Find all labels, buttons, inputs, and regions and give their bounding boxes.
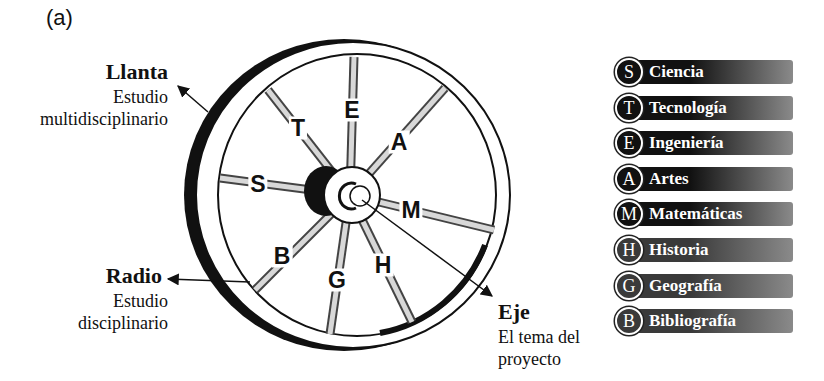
legend-row: Historia H (615, 236, 805, 264)
legend-text: Bibliografía (649, 309, 736, 333)
legend-text: Ciencia (649, 60, 704, 84)
part-name: Radio (48, 264, 162, 288)
legend-letter: M (621, 204, 637, 224)
spoke-letter: M (399, 199, 422, 222)
part-name: Llanta (48, 60, 168, 84)
legend-row: Artes A (615, 165, 805, 193)
spoke-letter: T (289, 117, 307, 140)
spoke-letter: H (373, 254, 394, 277)
part-description: El tema del proyecto (498, 326, 608, 370)
spoke-letter: A (389, 131, 410, 154)
spoke-letter: B (272, 245, 293, 268)
legend-text: Artes (649, 167, 689, 191)
hub (324, 167, 380, 223)
legend-row: Geografía G (615, 272, 805, 300)
legend-swatch: A (615, 165, 643, 193)
leader-arrow (168, 279, 250, 282)
legend-text: Ingeniería (649, 131, 724, 155)
spokes-face (220, 57, 494, 334)
legend-letter: S (624, 62, 634, 82)
part-description: Estudio multidisciplinario (18, 86, 168, 130)
leader-arrow (362, 200, 492, 296)
legend-letter: E (624, 133, 635, 153)
spoke-letter: G (326, 269, 348, 292)
legend-text: Matemáticas (649, 202, 742, 226)
rim-inner (218, 54, 496, 336)
spokes (220, 57, 494, 334)
legend-letter: G (623, 276, 636, 296)
legend-swatch: H (615, 236, 643, 264)
legend-swatch: B (615, 307, 643, 335)
legend-swatch: G (615, 272, 643, 300)
legend-letter: A (623, 169, 636, 189)
legend-letter: H (623, 240, 636, 260)
leader-arrow (178, 86, 208, 112)
spoke-letter: E (342, 99, 361, 122)
legend-text: Historia (649, 238, 709, 262)
part-description: Estudio disciplinario (40, 290, 168, 334)
legend-row: Tecnología T (615, 94, 805, 122)
legend-text: Tecnología (649, 96, 727, 120)
rim-outer (196, 42, 510, 348)
panel-label: (a) (46, 6, 73, 30)
legend-row: Ciencia S (615, 58, 805, 86)
spoke-letter: S (248, 173, 267, 196)
legend-row: Matemáticas M (615, 200, 805, 228)
legend-text: Geografía (649, 274, 722, 298)
legend-row: Ingeniería E (615, 129, 805, 157)
legend-swatch: S (615, 58, 643, 86)
part-name: Eje (498, 300, 608, 324)
legend-letter: B (623, 311, 635, 331)
legend-swatch: T (615, 94, 643, 122)
legend-letter: T (624, 98, 635, 118)
legend-swatch: E (615, 129, 643, 157)
legend-row: Bibliografía B (615, 307, 805, 335)
